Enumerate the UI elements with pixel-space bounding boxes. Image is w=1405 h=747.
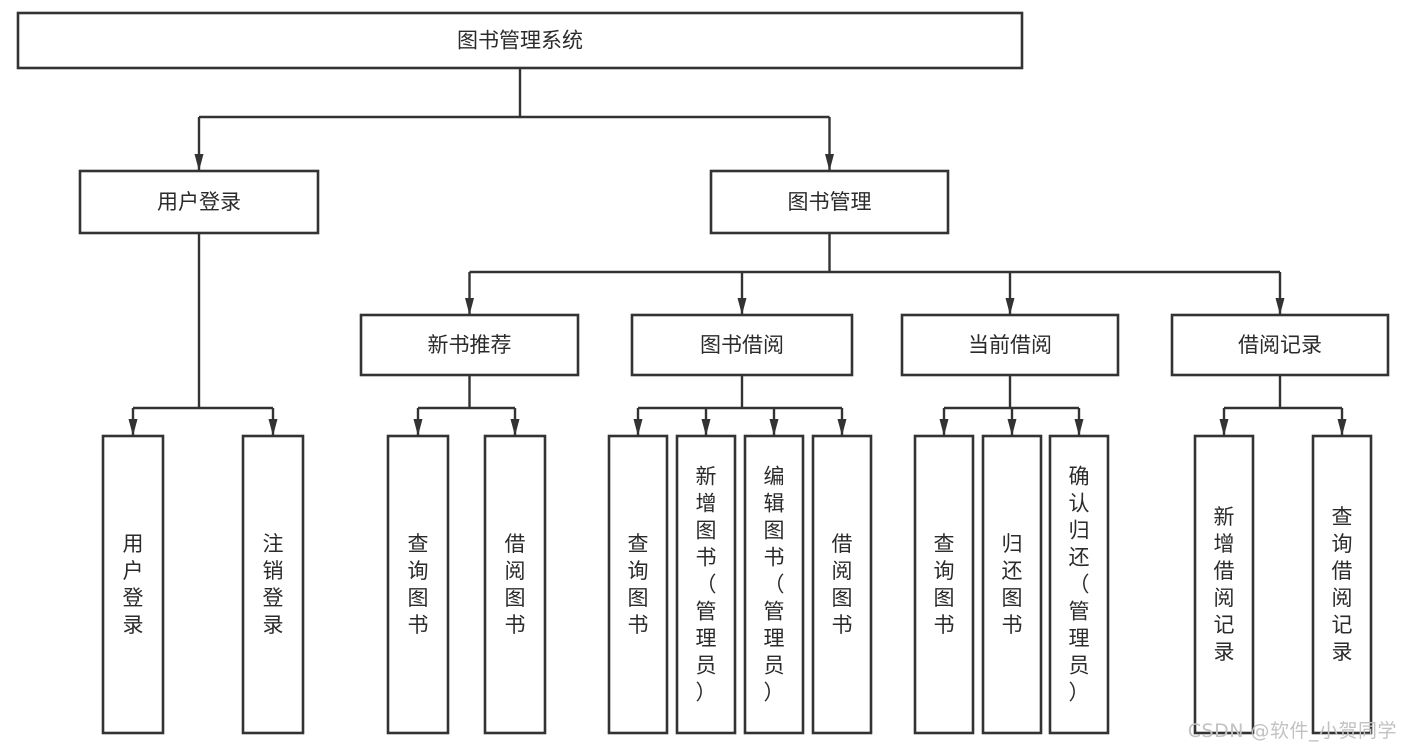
node-leaf-return-book[interactable]: 归还图书	[981, 434, 1043, 735]
node-label-leaf-query-book-bor: 查询图书	[628, 532, 649, 637]
node-leaf-query-book-bor[interactable]: 查询图书	[607, 434, 669, 735]
edge-group-from-book-borrow	[633, 375, 847, 436]
arrow-head-icon	[769, 419, 779, 436]
arrow-head-icon	[194, 154, 204, 171]
arrow-head-icon	[268, 419, 278, 436]
node-label-leaf-borrow-book: 借阅图书	[832, 532, 853, 637]
node-box-borrow-record	[1170, 313, 1390, 377]
edge-group-from-current-borrow	[939, 375, 1084, 436]
node-new-book-recommend[interactable]: 新书推荐	[359, 313, 580, 377]
node-label-book-manage: 图书管理	[788, 190, 872, 214]
node-leaf-add-book[interactable]: 新增图书（管理员）	[675, 434, 737, 735]
node-user-login[interactable]: 用户登录	[78, 169, 320, 235]
node-box-user-login	[78, 169, 320, 235]
node-label-leaf-query-book-cur: 查询图书	[934, 532, 955, 637]
node-box-leaf-add-book	[675, 434, 737, 735]
node-label-leaf-add-book: 新增图书（管理员）	[696, 464, 717, 704]
node-leaf-query-record[interactable]: 查询借阅记录	[1311, 434, 1373, 735]
node-label-leaf-query-record: 查询借阅记录	[1332, 505, 1353, 664]
node-label-book-borrow: 图书借阅	[700, 333, 784, 357]
node-box-leaf-add-record	[1193, 434, 1255, 735]
node-current-borrow[interactable]: 当前借阅	[900, 313, 1120, 377]
node-label-current-borrow: 当前借阅	[968, 333, 1052, 357]
edge-group-from-book-manage	[465, 233, 1285, 315]
edge-group-from-root	[194, 68, 834, 171]
arrow-head-icon	[837, 419, 847, 436]
node-leaf-user-login[interactable]: 用户登录	[101, 434, 165, 735]
node-label-leaf-confirm-return: 确认归还（管理员）	[1069, 464, 1090, 704]
node-label-root: 图书管理系统	[457, 29, 583, 53]
edge-group-from-borrow-record	[1219, 375, 1347, 436]
arrow-head-icon	[1219, 419, 1229, 436]
arrow-head-icon	[510, 419, 520, 436]
node-box-leaf-user-logout	[241, 434, 305, 735]
arrow-head-icon	[1007, 419, 1017, 436]
node-box-book-borrow	[630, 313, 854, 377]
node-box-leaf-confirm-return	[1048, 434, 1110, 735]
nodes-layer: 图书管理系统用户登录图书管理新书推荐图书借阅当前借阅借阅记录用户登录注销登录查询…	[16, 11, 1390, 735]
arrow-head-icon	[128, 419, 138, 436]
node-label-leaf-borrow-book-rec: 借阅图书	[505, 532, 526, 637]
node-box-leaf-return-book	[981, 434, 1043, 735]
arrow-head-icon	[1275, 298, 1285, 315]
node-leaf-borrow-book[interactable]: 借阅图书	[811, 434, 873, 735]
arrow-head-icon	[413, 419, 423, 436]
arrow-head-icon	[1005, 298, 1015, 315]
node-label-leaf-query-book-rec: 查询图书	[408, 532, 429, 637]
arrow-head-icon	[633, 419, 643, 436]
connectors-layer	[128, 68, 1347, 436]
node-borrow-record[interactable]: 借阅记录	[1170, 313, 1390, 377]
node-leaf-add-record[interactable]: 新增借阅记录	[1193, 434, 1255, 735]
node-leaf-query-book-cur[interactable]: 查询图书	[913, 434, 975, 735]
node-box-leaf-query-book-rec	[386, 434, 450, 735]
node-box-leaf-borrow-book-rec	[483, 434, 547, 735]
arrow-head-icon	[737, 298, 747, 315]
node-leaf-user-logout[interactable]: 注销登录	[241, 434, 305, 735]
node-box-leaf-query-record	[1311, 434, 1373, 735]
node-leaf-borrow-book-rec[interactable]: 借阅图书	[483, 434, 547, 735]
node-box-leaf-query-book-bor	[607, 434, 669, 735]
node-leaf-edit-book[interactable]: 编辑图书（管理员）	[743, 434, 805, 735]
node-root[interactable]: 图书管理系统	[16, 11, 1024, 70]
node-label-leaf-add-record: 新增借阅记录	[1214, 505, 1235, 664]
node-book-borrow[interactable]: 图书借阅	[630, 313, 854, 377]
node-label-leaf-return-book: 归还图书	[1002, 532, 1023, 637]
node-box-leaf-user-login	[101, 434, 165, 735]
node-leaf-query-book-rec[interactable]: 查询图书	[386, 434, 450, 735]
edge-group-from-user-login	[128, 233, 278, 436]
node-label-new-book-recommend: 新书推荐	[428, 333, 512, 357]
node-book-manage[interactable]: 图书管理	[709, 169, 950, 235]
node-box-current-borrow	[900, 313, 1120, 377]
node-box-leaf-borrow-book	[811, 434, 873, 735]
node-label-leaf-user-logout: 注销登录	[263, 532, 284, 637]
node-label-leaf-edit-book: 编辑图书（管理员）	[764, 464, 785, 704]
arrow-head-icon	[825, 154, 834, 171]
node-label-user-login: 用户登录	[157, 190, 241, 214]
arrow-head-icon	[465, 298, 474, 315]
node-box-leaf-query-book-cur	[913, 434, 975, 735]
node-box-root	[16, 11, 1024, 70]
arrow-head-icon	[701, 419, 711, 436]
node-box-new-book-recommend	[359, 313, 580, 377]
node-label-borrow-record: 借阅记录	[1238, 333, 1322, 357]
arrow-head-icon	[939, 419, 949, 436]
node-box-leaf-edit-book	[743, 434, 805, 735]
node-box-book-manage	[709, 169, 950, 235]
arrow-head-icon	[1337, 419, 1347, 436]
node-leaf-confirm-return[interactable]: 确认归还（管理员）	[1048, 434, 1110, 735]
node-label-leaf-user-login: 用户登录	[123, 532, 144, 637]
arrow-head-icon	[1074, 419, 1084, 436]
edge-group-from-new-book-recommend	[413, 375, 520, 436]
